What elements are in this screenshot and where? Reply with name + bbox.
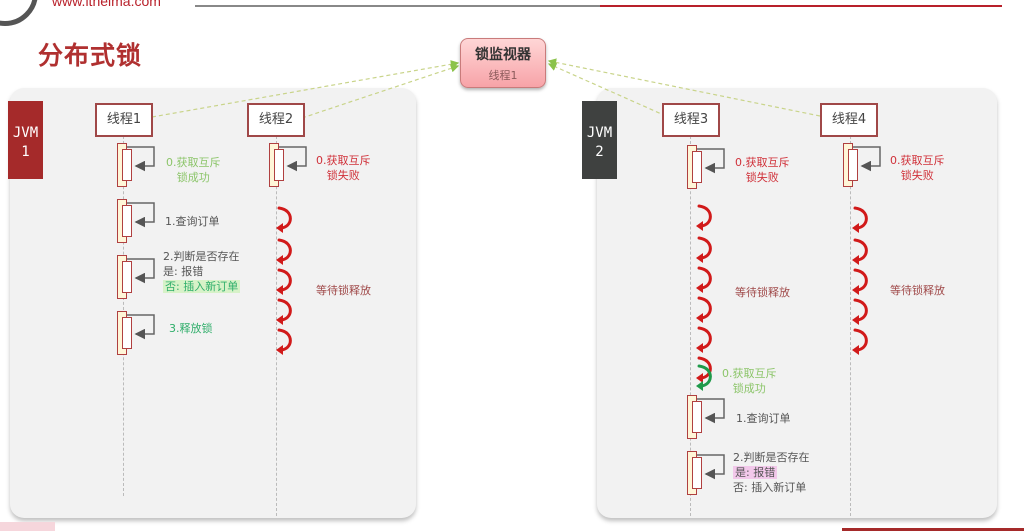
thread2-monitor-link	[301, 64, 460, 119]
thread1-box: 线程1	[95, 103, 153, 137]
jvm2-panel	[597, 88, 997, 518]
thread3-step0-label: 0.获取互斥 锁失败	[735, 155, 790, 185]
thread3-monitor-link	[547, 63, 667, 117]
thread3-wait-label: 等待锁释放	[735, 286, 790, 299]
thread3-acquire-loop-icon	[696, 364, 712, 391]
thread4-step0-line1: 锁失败	[900, 169, 934, 182]
thread2-wait-loop-icon	[276, 206, 292, 233]
lock-monitor-owner: 线程1	[488, 69, 518, 82]
thread3-step0-line0: 0.获取互斥	[735, 156, 790, 169]
thread1-step2-line2: 否: 插入新订单	[163, 280, 241, 293]
thread1-step3-label: 3.释放锁	[169, 322, 213, 335]
thread3-step3-label: 2.判断是否存在 是: 报错 否: 插入新订单	[733, 450, 810, 495]
jvm2-label: JVM	[586, 125, 613, 141]
thread4-wait-loop-icon	[852, 268, 868, 295]
thread2-step0-line1: 锁失败	[326, 169, 360, 182]
thread1-step2-label: 2.判断是否存在 是: 报错 否: 插入新订单	[163, 249, 241, 294]
header-divider	[195, 5, 600, 7]
jvm2-number: 2	[595, 144, 604, 160]
self-call-arrow	[127, 314, 155, 340]
self-call-arrow	[697, 398, 725, 424]
thread4-wait-loop-icon	[852, 206, 868, 233]
thread4-wait-loop-icon	[852, 238, 868, 265]
thread1-step1-label: 1.查询订单	[165, 215, 220, 228]
self-call-arrow	[127, 258, 155, 284]
header-divider-accent	[600, 5, 1002, 7]
footer-accent	[842, 528, 1024, 531]
lock-monitor: 锁监视器 线程1	[460, 38, 546, 88]
jvm1-label: JVM	[12, 125, 39, 141]
thread4-wait-label: 等待锁释放	[890, 284, 945, 297]
thread1-step2-line1: 是: 报错	[163, 265, 204, 278]
thread2-wait-label: 等待锁释放	[316, 284, 371, 297]
thread2-box: 线程2	[247, 103, 305, 137]
thread2-wait-loop-icon	[276, 268, 292, 295]
thread2-wait-loop-icon	[276, 238, 292, 265]
thread1-monitor-link	[151, 60, 460, 118]
thread1-step0-label: 0.获取互斥 锁成功	[166, 155, 221, 185]
thread3-wait-loop-icon	[696, 326, 712, 353]
thread4-lifeline	[850, 136, 851, 516]
thread3-wait-loop-icon	[696, 204, 712, 231]
jvm1-panel	[10, 88, 416, 518]
self-call-arrow	[127, 146, 155, 172]
thread3-wait-loop-icon	[696, 296, 712, 323]
self-call-arrow	[697, 454, 725, 480]
jvm1-number: 1	[21, 144, 30, 160]
thread1-step0-line1: 锁成功	[176, 171, 210, 184]
self-call-arrow	[279, 146, 307, 172]
thread3-wait-loop-icon	[696, 266, 712, 293]
thread4-wait-loop-icon	[852, 328, 868, 355]
thread1-step2-line0: 2.判断是否存在	[163, 250, 240, 263]
footer-decoration	[0, 522, 55, 531]
thread4-step0-label: 0.获取互斥 锁失败	[890, 153, 945, 183]
thread2-wait-loop-icon	[276, 298, 292, 325]
thread4-box: 线程4	[820, 103, 878, 137]
thread4-wait-loop-icon	[852, 298, 868, 325]
jvm1-badge: JVM 1	[8, 101, 43, 179]
thread2-step0-line0: 0.获取互斥	[316, 154, 371, 167]
thread3-step3-line0: 2.判断是否存在	[733, 451, 810, 464]
page-title: 分布式锁	[38, 41, 143, 70]
thread3-step3-line1: 是: 报错	[733, 466, 778, 479]
thread2-step0-label: 0.获取互斥 锁失败	[316, 153, 371, 183]
thread3-step0-line1: 锁失败	[745, 171, 779, 184]
thread3-step1-label: 0.获取互斥 锁成功	[722, 366, 777, 396]
thread3-step3-line2: 否: 插入新订单	[733, 481, 807, 494]
thread3-box: 线程3	[662, 103, 720, 137]
thread4-step0-line0: 0.获取互斥	[890, 154, 945, 167]
thread3-wait-loop-icon	[696, 356, 712, 383]
thread3-step1-line1: 锁成功	[732, 382, 766, 395]
thread2-wait-loop-icon	[276, 328, 292, 355]
lock-monitor-title: 锁监视器	[475, 47, 531, 63]
thread1-step0-line0: 0.获取互斥	[166, 156, 221, 169]
thread3-step1-line0: 0.获取互斥	[722, 367, 777, 380]
self-call-arrow	[853, 146, 881, 172]
thread2-lifeline	[276, 136, 277, 516]
thread3-wait-loop-icon	[696, 236, 712, 263]
self-call-arrow	[697, 148, 725, 174]
site-url: www.itheima.com	[52, 0, 161, 9]
jvm2-badge: JVM 2	[582, 101, 617, 179]
thread3-lifeline	[690, 136, 691, 516]
self-call-arrow	[127, 202, 155, 228]
thread3-step2-label: 1.查询订单	[736, 412, 791, 425]
